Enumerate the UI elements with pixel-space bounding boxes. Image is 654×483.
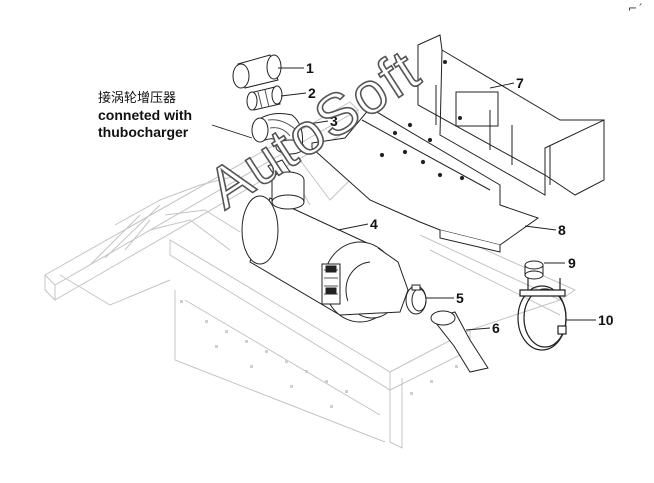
rubber-damper xyxy=(524,260,544,280)
callout-4: 4 xyxy=(370,216,378,232)
callout-8: 8 xyxy=(558,222,566,238)
callout-9: 9 xyxy=(568,255,576,271)
intake-connector xyxy=(267,159,305,210)
callout-10: 10 xyxy=(598,312,614,328)
caption-english-line1: conneted with xyxy=(98,107,193,123)
callout-2: 2 xyxy=(308,85,316,101)
corner-mark: ⌐´ xyxy=(628,2,643,15)
rubber-sleeve xyxy=(232,54,282,89)
leader-lines xyxy=(211,67,596,331)
caption-english-line2: thubocharger xyxy=(98,124,189,140)
support-plate xyxy=(311,107,540,253)
callout-7: 7 xyxy=(516,75,524,91)
callout-3: 3 xyxy=(330,113,338,129)
callout-5: 5 xyxy=(456,290,464,306)
ring-clamp xyxy=(405,284,427,315)
callout-6: 6 xyxy=(492,320,500,336)
guard-plate xyxy=(417,34,605,196)
hose-clamp xyxy=(246,85,283,111)
elbow-hose xyxy=(251,113,305,155)
air-filter xyxy=(241,195,409,323)
caption-chinese: 接涡轮增压器 xyxy=(98,91,177,106)
turbo-connection-caption: 接涡轮增压器 conneted with thubocharger xyxy=(98,91,192,141)
callout-1: 1 xyxy=(306,60,314,76)
outlet-pipe xyxy=(430,310,489,373)
chassis-frame xyxy=(44,101,577,449)
mounting-band xyxy=(517,278,567,351)
